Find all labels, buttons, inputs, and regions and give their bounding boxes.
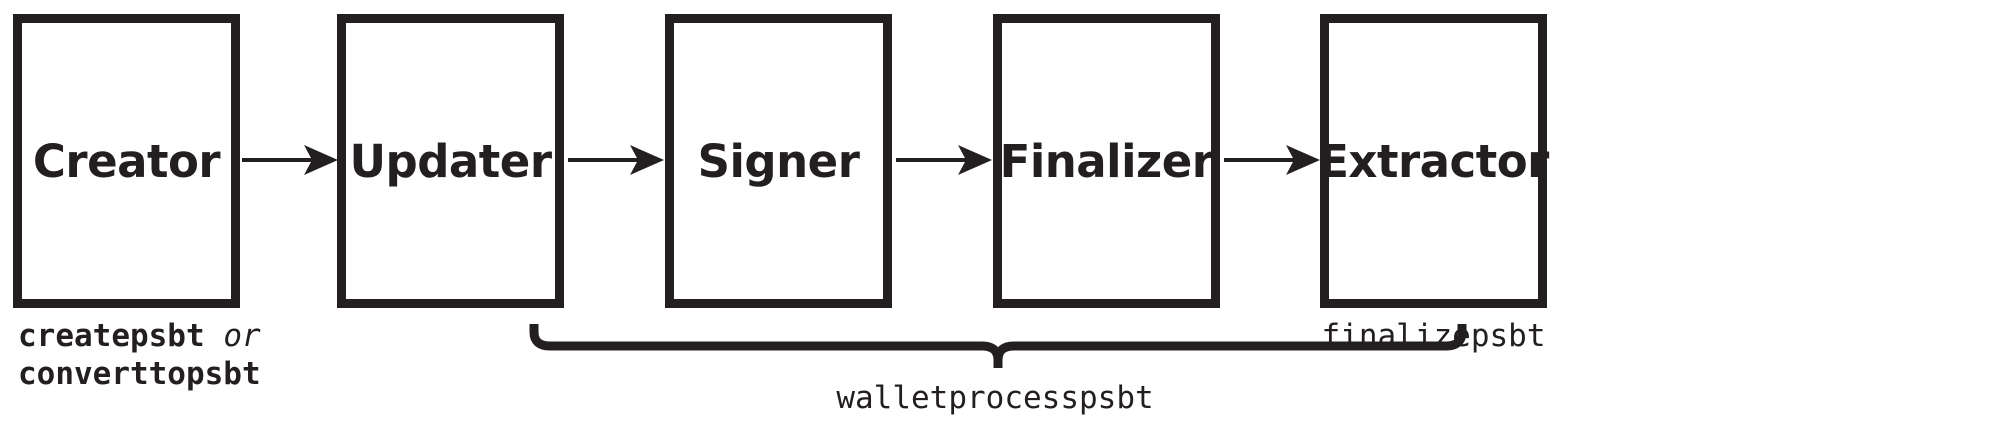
caption-creator-command-primary: createpsbt bbox=[18, 318, 205, 354]
role-box-signer: Signer bbox=[665, 14, 892, 308]
arrow-right-icon-signer-to-finalizer bbox=[896, 139, 992, 181]
caption-finalize-command: finalizepsbt bbox=[1321, 318, 1546, 354]
caption-creator-conjunction: or bbox=[223, 318, 261, 354]
role-box-updater: Updater bbox=[337, 14, 564, 308]
caption-finalizepsbt: finalizepsbt bbox=[1320, 318, 1547, 356]
arrow-right-icon-updater-to-signer bbox=[568, 139, 664, 181]
flow-row: Creator Updater Signer bbox=[13, 14, 1549, 308]
role-box-label-creator: Creator bbox=[32, 134, 221, 188]
caption-walletprocesspsbt: walletprocesspsbt bbox=[0, 380, 1990, 418]
role-box-label-extractor: Extractor bbox=[1318, 134, 1549, 188]
curly-brace-icon-walletprocesspsbt bbox=[528, 322, 1468, 370]
caption-creator-command-secondary: converttopsbt bbox=[18, 355, 261, 392]
caption-wallet-command: walletprocesspsbt bbox=[836, 380, 1154, 416]
arrow-right-icon-finalizer-to-extractor bbox=[1224, 139, 1320, 181]
role-box-label-signer: Signer bbox=[697, 134, 860, 188]
role-box-finalizer: Finalizer bbox=[993, 14, 1220, 308]
role-box-label-finalizer: Finalizer bbox=[999, 134, 1214, 188]
role-box-extractor: Extractor bbox=[1318, 14, 1549, 308]
arrow-right-icon-creator-to-updater bbox=[242, 139, 338, 181]
role-box-label-updater: Updater bbox=[349, 134, 552, 188]
role-box-creator: Creator bbox=[13, 14, 240, 308]
